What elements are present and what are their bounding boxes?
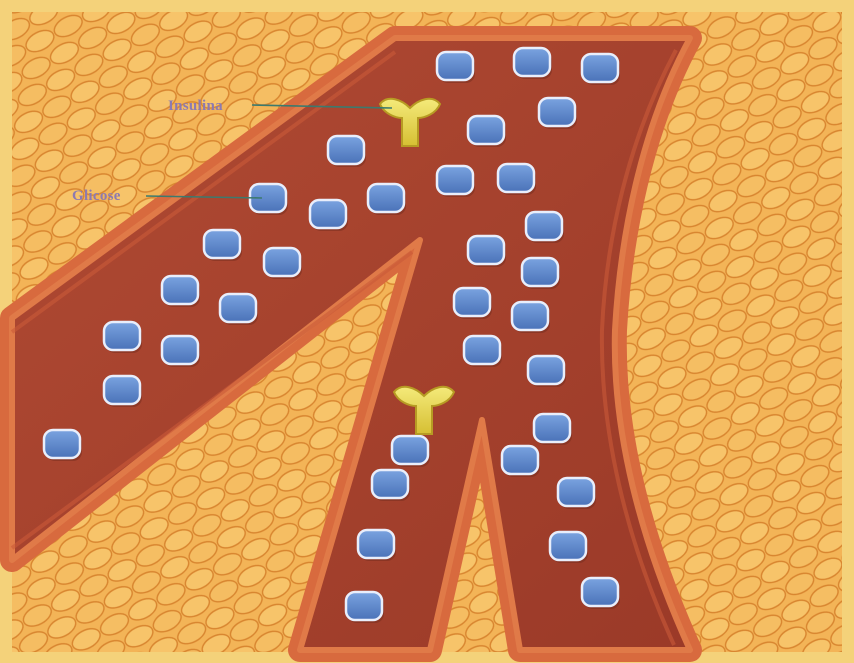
glucose-molecule — [468, 236, 506, 267]
glucose-molecule — [162, 336, 200, 367]
label-insulin: Insulina — [168, 98, 223, 114]
glucose-molecule — [104, 376, 142, 407]
glucose-molecule — [526, 212, 564, 243]
glucose-molecule — [539, 98, 577, 129]
glucose-molecule — [372, 470, 410, 501]
glucose-molecule — [368, 184, 406, 215]
glucose-molecule — [104, 322, 142, 353]
glucose-molecule — [250, 184, 288, 215]
glucose-molecule — [162, 276, 200, 307]
glucose-molecule — [550, 532, 588, 563]
glucose-molecule — [264, 248, 302, 279]
glucose-molecule — [437, 52, 475, 83]
glucose-molecule — [534, 414, 572, 445]
glucose-molecule — [44, 430, 82, 461]
glucose-molecule — [522, 258, 560, 289]
glucose-molecule — [358, 530, 396, 561]
glucose-molecule — [310, 200, 348, 231]
glucose-molecule — [514, 48, 552, 79]
label-glucose: Glicose — [72, 188, 121, 204]
glucose-molecule — [558, 478, 596, 509]
glucose-molecule — [528, 356, 566, 387]
glucose-molecule — [220, 294, 258, 325]
glucose-molecule — [582, 578, 620, 609]
glucose-molecule — [464, 336, 502, 367]
glucose-molecule — [582, 54, 620, 85]
glucose-molecule — [392, 436, 430, 467]
glucose-molecule — [512, 302, 550, 333]
glucose-molecule — [204, 230, 242, 261]
glucose-molecule — [468, 116, 506, 147]
glucose-molecule — [454, 288, 492, 319]
glucose-molecule — [437, 166, 475, 197]
glucose-molecule — [502, 446, 540, 477]
glucose-molecule — [498, 164, 536, 195]
glucose-molecule — [346, 592, 384, 623]
glucose-molecule — [328, 136, 366, 167]
